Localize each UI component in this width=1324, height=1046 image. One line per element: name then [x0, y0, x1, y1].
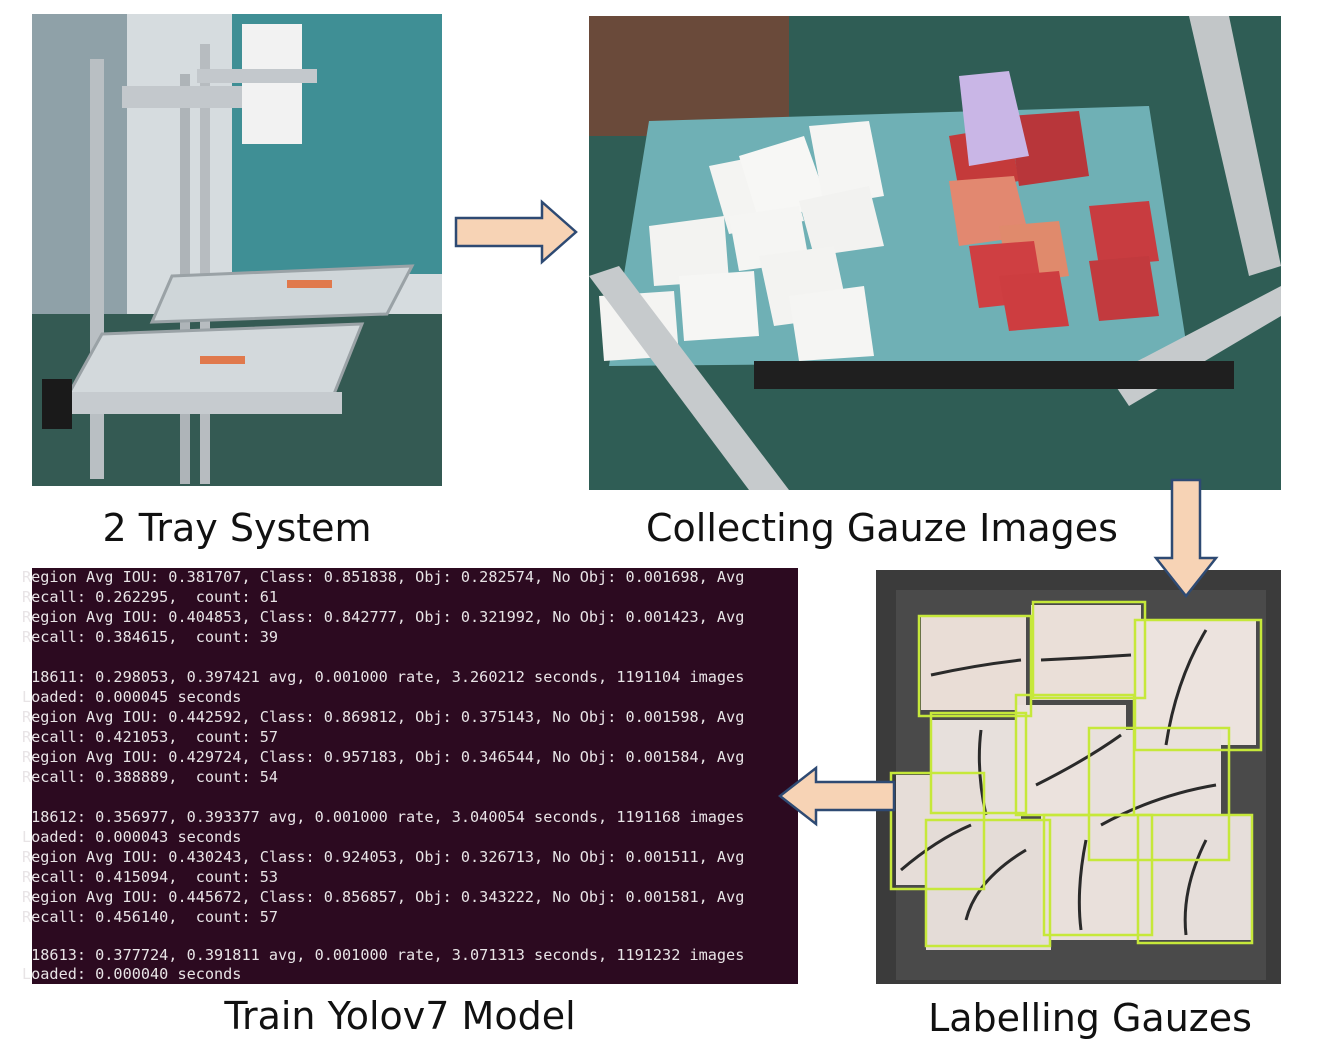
terminal-line: Region Avg IOU: 0.442592, Class: 0.86981…	[22, 708, 745, 726]
terminal-line: Loaded: 0.000043 seconds	[22, 828, 242, 846]
terminal-text-block: Region Avg IOU: 0.381707, Class: 0.85183…	[22, 568, 812, 984]
labelling-gauzes-photo	[876, 570, 1281, 984]
flow-arrow-left	[777, 765, 896, 827]
terminal-line: Recall: 0.421053, count: 57	[22, 728, 279, 746]
caption-labelling-gauzes: Labelling Gauzes	[928, 996, 1252, 1040]
training-terminal-output: Region Avg IOU: 0.381707, Class: 0.85183…	[22, 568, 798, 984]
terminal-line: Region Avg IOU: 0.430243, Class: 0.92405…	[22, 848, 745, 866]
caption-train-yolov7: Train Yolov7 Model	[224, 994, 576, 1038]
terminal-line: Recall: 0.456140, count: 57	[22, 908, 279, 926]
terminal-line: Region Avg IOU: 0.429724, Class: 0.95718…	[22, 748, 745, 766]
caption-collecting-gauze: Collecting Gauze Images	[646, 506, 1118, 550]
terminal-line: 18613: 0.377724, 0.391811 avg, 0.001000 …	[22, 946, 745, 964]
tray-system-illustration	[32, 14, 442, 486]
terminal-line: Recall: 0.384615, count: 39	[22, 628, 279, 646]
collecting-gauze-photo	[589, 16, 1281, 490]
terminal-line: 18611: 0.298053, 0.397421 avg, 0.001000 …	[22, 668, 745, 686]
terminal-line: Loaded: 0.000040 seconds	[22, 965, 242, 983]
flow-arrow-down	[1153, 478, 1219, 599]
terminal-line: Recall: 0.262295, count: 61	[22, 588, 279, 606]
collecting-gauze-illustration	[589, 16, 1281, 490]
terminal-line: Region Avg IOU: 0.445672, Class: 0.85685…	[22, 888, 745, 906]
terminal-line: Region Avg IOU: 0.381707, Class: 0.85183…	[22, 568, 745, 586]
labelled-gauzes-illustration	[876, 570, 1281, 984]
flow-arrow-right	[454, 199, 578, 265]
terminal-line: 18612: 0.356977, 0.393377 avg, 0.001000 …	[22, 808, 745, 826]
terminal-line: Region Avg IOU: 0.404853, Class: 0.84277…	[22, 608, 745, 626]
tray-system-photo	[32, 14, 442, 486]
caption-tray-system: 2 Tray System	[102, 506, 372, 550]
terminal-line: Recall: 0.415094, count: 53	[22, 868, 279, 886]
bounding-boxes	[889, 600, 1263, 948]
terminal-line: Loaded: 0.000045 seconds	[22, 688, 242, 706]
terminal-line: Recall: 0.388889, count: 54	[22, 768, 279, 786]
